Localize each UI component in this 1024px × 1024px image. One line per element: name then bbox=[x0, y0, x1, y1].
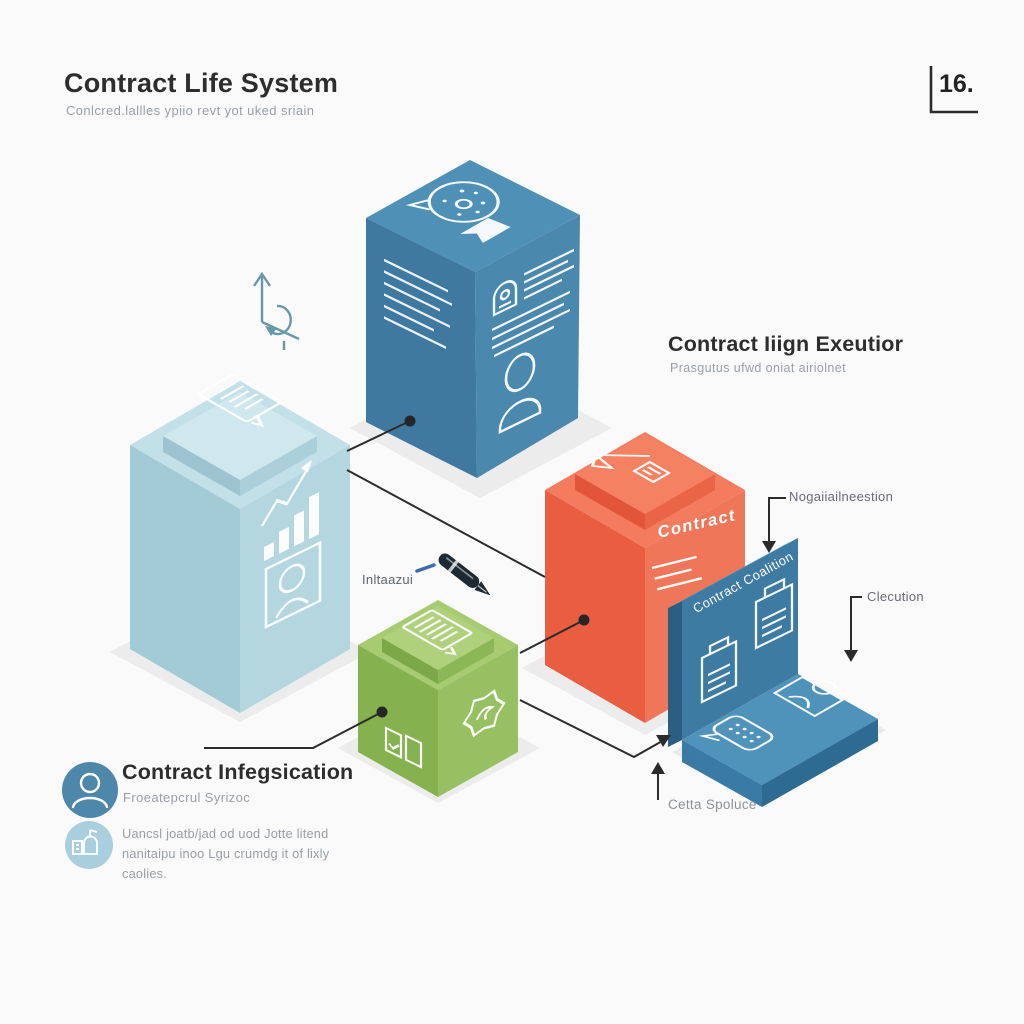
contract-text-lines-icon bbox=[651, 555, 703, 591]
building-stamp-icon bbox=[65, 821, 113, 869]
text-lines-left-icon bbox=[384, 258, 452, 349]
page-title: Contract Life System bbox=[64, 68, 339, 98]
document-icon bbox=[700, 635, 738, 704]
growth-chart-icon bbox=[260, 459, 319, 562]
initiation-callout-label: Inltaazui bbox=[362, 572, 414, 587]
axis-refresh-icon bbox=[253, 271, 300, 350]
person-avatar-icon bbox=[62, 762, 118, 818]
person-frame-icon bbox=[264, 540, 322, 629]
negotiation-callout-label: Nogaiiailneestion bbox=[789, 489, 894, 504]
integration-description: Uancsl joatb/jad od uod Jotte litend nan… bbox=[122, 826, 330, 881]
page-subtitle: Conlcred.lallles ypiio revt yot uked sri… bbox=[66, 103, 315, 118]
arrowheads bbox=[651, 541, 858, 774]
connector-dots bbox=[376, 415, 590, 718]
chat-dots-icon bbox=[698, 715, 774, 751]
slide-number: 16. bbox=[939, 70, 974, 98]
execution-section-title: Contract Iiign Exeutior bbox=[668, 332, 904, 356]
pen-flag-document-icon bbox=[590, 452, 672, 484]
document-icon bbox=[754, 577, 794, 650]
integration-section-subtitle: Froeatepcrul Syrizoc bbox=[123, 790, 251, 805]
data-source-callout-label: Cetta Spoluce bbox=[668, 797, 757, 812]
integration-section-title: Contract Infegsication bbox=[122, 760, 354, 784]
contract-review-block bbox=[130, 373, 350, 713]
document-lines-icon bbox=[198, 373, 282, 428]
documents-pair-icon bbox=[384, 726, 423, 769]
ai-speech-bubble-icon bbox=[405, 181, 511, 243]
connector-lines bbox=[204, 420, 862, 800]
contract-approval-block bbox=[358, 600, 518, 797]
contract-creation-block bbox=[366, 160, 580, 478]
contract-coalition-panel bbox=[668, 538, 878, 807]
execution-callout-label: Clecution bbox=[867, 589, 924, 604]
execution-section-subtitle: Prasgutus ufwd oniat airiolnet bbox=[670, 361, 846, 375]
fountain-pen-icon bbox=[438, 553, 491, 596]
pen-stroke-icon bbox=[415, 563, 436, 573]
person-card-icon bbox=[772, 675, 845, 718]
contract-seal-icon bbox=[462, 689, 506, 738]
corner-bracket-icon bbox=[929, 66, 978, 114]
person-outline-icon bbox=[498, 352, 542, 435]
document-lines-icon bbox=[401, 609, 473, 656]
id-badge-icon bbox=[492, 248, 574, 358]
